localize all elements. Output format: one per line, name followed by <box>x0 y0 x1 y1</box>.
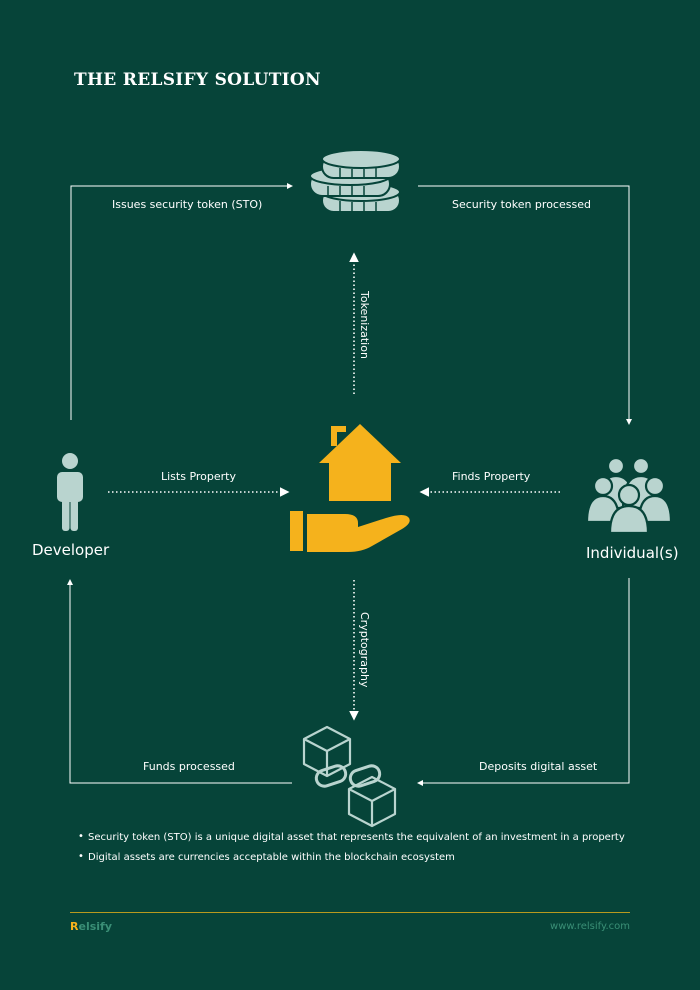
footer-divider <box>70 912 630 913</box>
edge-label-funds: Funds processed <box>143 760 235 773</box>
edge-label-lists: Lists Property <box>161 470 237 483</box>
group-icon <box>585 456 673 535</box>
node-label-individuals: Individual(s) <box>586 544 679 562</box>
logo-text: elsify <box>78 920 112 933</box>
relsify-logo: Relsify <box>70 920 112 933</box>
note-item: Digital assets are currencies acceptable… <box>78 851 625 863</box>
person-icon <box>57 453 83 531</box>
logo-initial: R <box>70 920 79 933</box>
website-link[interactable]: www.relsify.com <box>550 921 630 932</box>
connector-blockchain-to-developer <box>67 579 292 784</box>
edge-label-finds: Finds Property <box>452 470 531 483</box>
house-hand-icon <box>290 424 410 552</box>
edge-label-deposits: Deposits digital asset <box>479 760 598 773</box>
connector-coins-to-individuals <box>418 185 632 425</box>
connector-developer-to-coins <box>70 183 293 420</box>
edge-label-tokenization: Tokenization <box>358 291 371 359</box>
node-label-developer: Developer <box>32 541 110 559</box>
coins-icon <box>309 149 401 213</box>
blockchain-icon <box>302 725 397 828</box>
connector-individuals-to-blockchain <box>417 578 630 786</box>
note-item: Security token (STO) is a unique digital… <box>78 831 625 843</box>
page-title: THE RELSIFY SOLUTION <box>74 70 321 90</box>
notes-list: Security token (STO) is a unique digital… <box>78 831 625 872</box>
edge-label-issues: Issues security token (STO) <box>112 198 263 211</box>
edge-label-cryptography: Cryptography <box>358 612 371 688</box>
edge-label-processed: Security token processed <box>452 198 591 211</box>
